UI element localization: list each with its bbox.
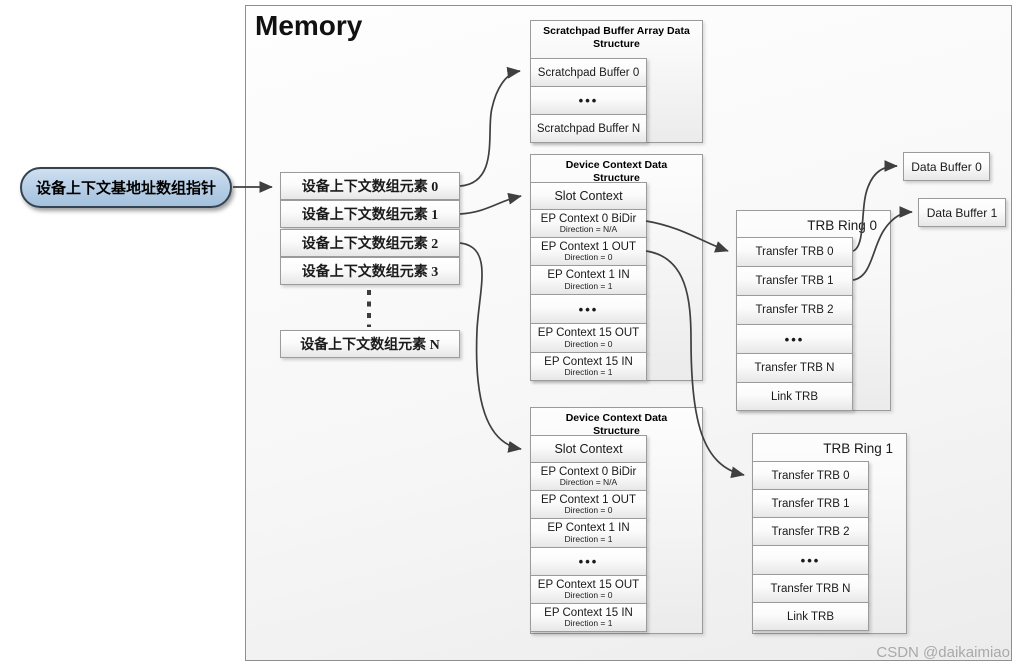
ep-context-label: EP Context 0 BiDir — [540, 465, 637, 478]
ep-context-direction: Direction = 0 — [564, 590, 613, 601]
ep-context-label: EP Context 0 BiDir — [540, 212, 637, 225]
transfer-trb-row: Transfer TRB 1 — [752, 489, 869, 518]
ep-context-row: EP Context 1 IN Direction = 1 — [530, 518, 647, 548]
trb-ellipsis-row: ••• — [736, 324, 853, 354]
ep-context-row: EP Context 15 IN Direction = 1 — [530, 603, 647, 632]
ep-context-direction: Direction = 1 — [564, 618, 613, 629]
ep-context-direction: Direction = 1 — [564, 367, 613, 378]
link-trb-row: Link TRB — [752, 602, 869, 631]
slot-context-row: Slot Context — [530, 182, 647, 210]
context-array-row-3: 设备上下文数组元素 3 — [280, 257, 460, 285]
context-array-row-0: 设备上下文数组元素 0 — [280, 172, 460, 200]
device-context-title: Device Context Data Structure — [565, 412, 668, 438]
transfer-trb-row: Transfer TRB N — [736, 353, 853, 383]
trb-ring-title: TRB Ring 0 — [807, 218, 877, 233]
ep-context-label: EP Context 1 IN — [547, 269, 630, 281]
data-buffer-1: Data Buffer 1 — [918, 198, 1006, 227]
scratchpad-buffer-row: Scratchpad Buffer 0 — [530, 58, 647, 87]
watermark: CSDN @daikaimiao — [876, 644, 1010, 661]
ep-context-label: EP Context 15 OUT — [537, 327, 640, 339]
transfer-trb-row: Transfer TRB N — [752, 574, 869, 603]
ep-context-direction: Direction = N/A — [559, 224, 618, 235]
memory-title: Memory — [255, 10, 363, 41]
ep-context-row: EP Context 0 BiDir Direction = N/A — [530, 462, 647, 491]
slot-context-row: Slot Context — [530, 435, 647, 463]
trb-ellipsis-row: ••• — [752, 545, 869, 575]
scratchpad-structure-title: Scratchpad Buffer Array Data Structure — [543, 25, 690, 51]
scratchpad-ellipsis-row: ••• — [530, 86, 647, 115]
transfer-trb-row: Transfer TRB 2 — [736, 295, 853, 325]
ep-context-direction: Direction = N/A — [559, 477, 618, 488]
ep-context-direction: Direction = 1 — [564, 533, 613, 544]
ep-context-row: EP Context 15 OUT Direction = 0 — [530, 323, 647, 353]
transfer-trb-row: Transfer TRB 0 — [736, 237, 853, 267]
ep-context-label: EP Context 1 IN — [547, 522, 630, 534]
ep-context-label: EP Context 1 OUT — [540, 493, 637, 506]
ep-context-direction: Direction = 0 — [564, 338, 613, 349]
ep-context-row: EP Context 1 OUT Direction = 0 — [530, 490, 647, 519]
ep-context-direction: Direction = 1 — [564, 280, 613, 291]
ep-context-row: EP Context 0 BiDir Direction = N/A — [530, 209, 647, 238]
ep-context-label: EP Context 1 OUT — [540, 240, 637, 253]
context-array-row-n: 设备上下文数组元素 N — [280, 330, 460, 358]
dcbaa-pointer-box: 设备上下文基地址数组指针 — [20, 167, 232, 208]
ep-context-label: EP Context 15 IN — [544, 355, 633, 368]
device-context-title: Device Context Data Structure — [565, 159, 668, 185]
context-array-row-2: 设备上下文数组元素 2 — [280, 229, 460, 257]
link-trb-row: Link TRB — [736, 382, 853, 411]
ep-context-row: EP Context 1 OUT Direction = 0 — [530, 237, 647, 266]
transfer-trb-row: Transfer TRB 1 — [736, 266, 853, 296]
ep-context-ellipsis-row: ••• — [530, 294, 647, 324]
transfer-trb-row: Transfer TRB 2 — [752, 517, 869, 546]
ep-context-label: EP Context 15 IN — [544, 606, 633, 619]
trb-ring-title: TRB Ring 1 — [823, 441, 893, 456]
ep-context-direction: Direction = 0 — [564, 252, 613, 263]
ep-context-label: EP Context 15 OUT — [537, 578, 640, 591]
ep-context-ellipsis-row: ••• — [530, 547, 647, 576]
context-array-row-1: 设备上下文数组元素 1 — [280, 200, 460, 228]
data-buffer-0: Data Buffer 0 — [903, 152, 990, 181]
ep-context-row: EP Context 15 OUT Direction = 0 — [530, 575, 647, 604]
ep-context-direction: Direction = 0 — [564, 505, 613, 516]
transfer-trb-row: Transfer TRB 0 — [752, 461, 869, 490]
scratchpad-buffer-row: Scratchpad Buffer N — [530, 114, 647, 143]
ep-context-row: EP Context 15 IN Direction = 1 — [530, 352, 647, 381]
ep-context-row: EP Context 1 IN Direction = 1 — [530, 265, 647, 295]
